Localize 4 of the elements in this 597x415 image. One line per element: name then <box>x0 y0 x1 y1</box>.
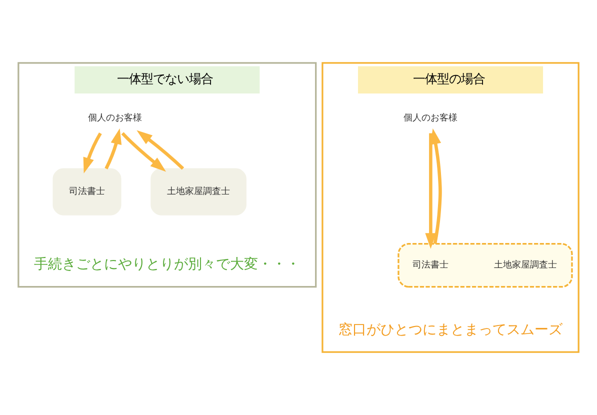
node-text: 土地家屋調査士 <box>494 260 558 271</box>
node-text: 個人のお客様 <box>404 114 458 124</box>
node-text: 個人のお客様 <box>88 114 142 124</box>
node-text: 司法書士 <box>412 260 449 271</box>
